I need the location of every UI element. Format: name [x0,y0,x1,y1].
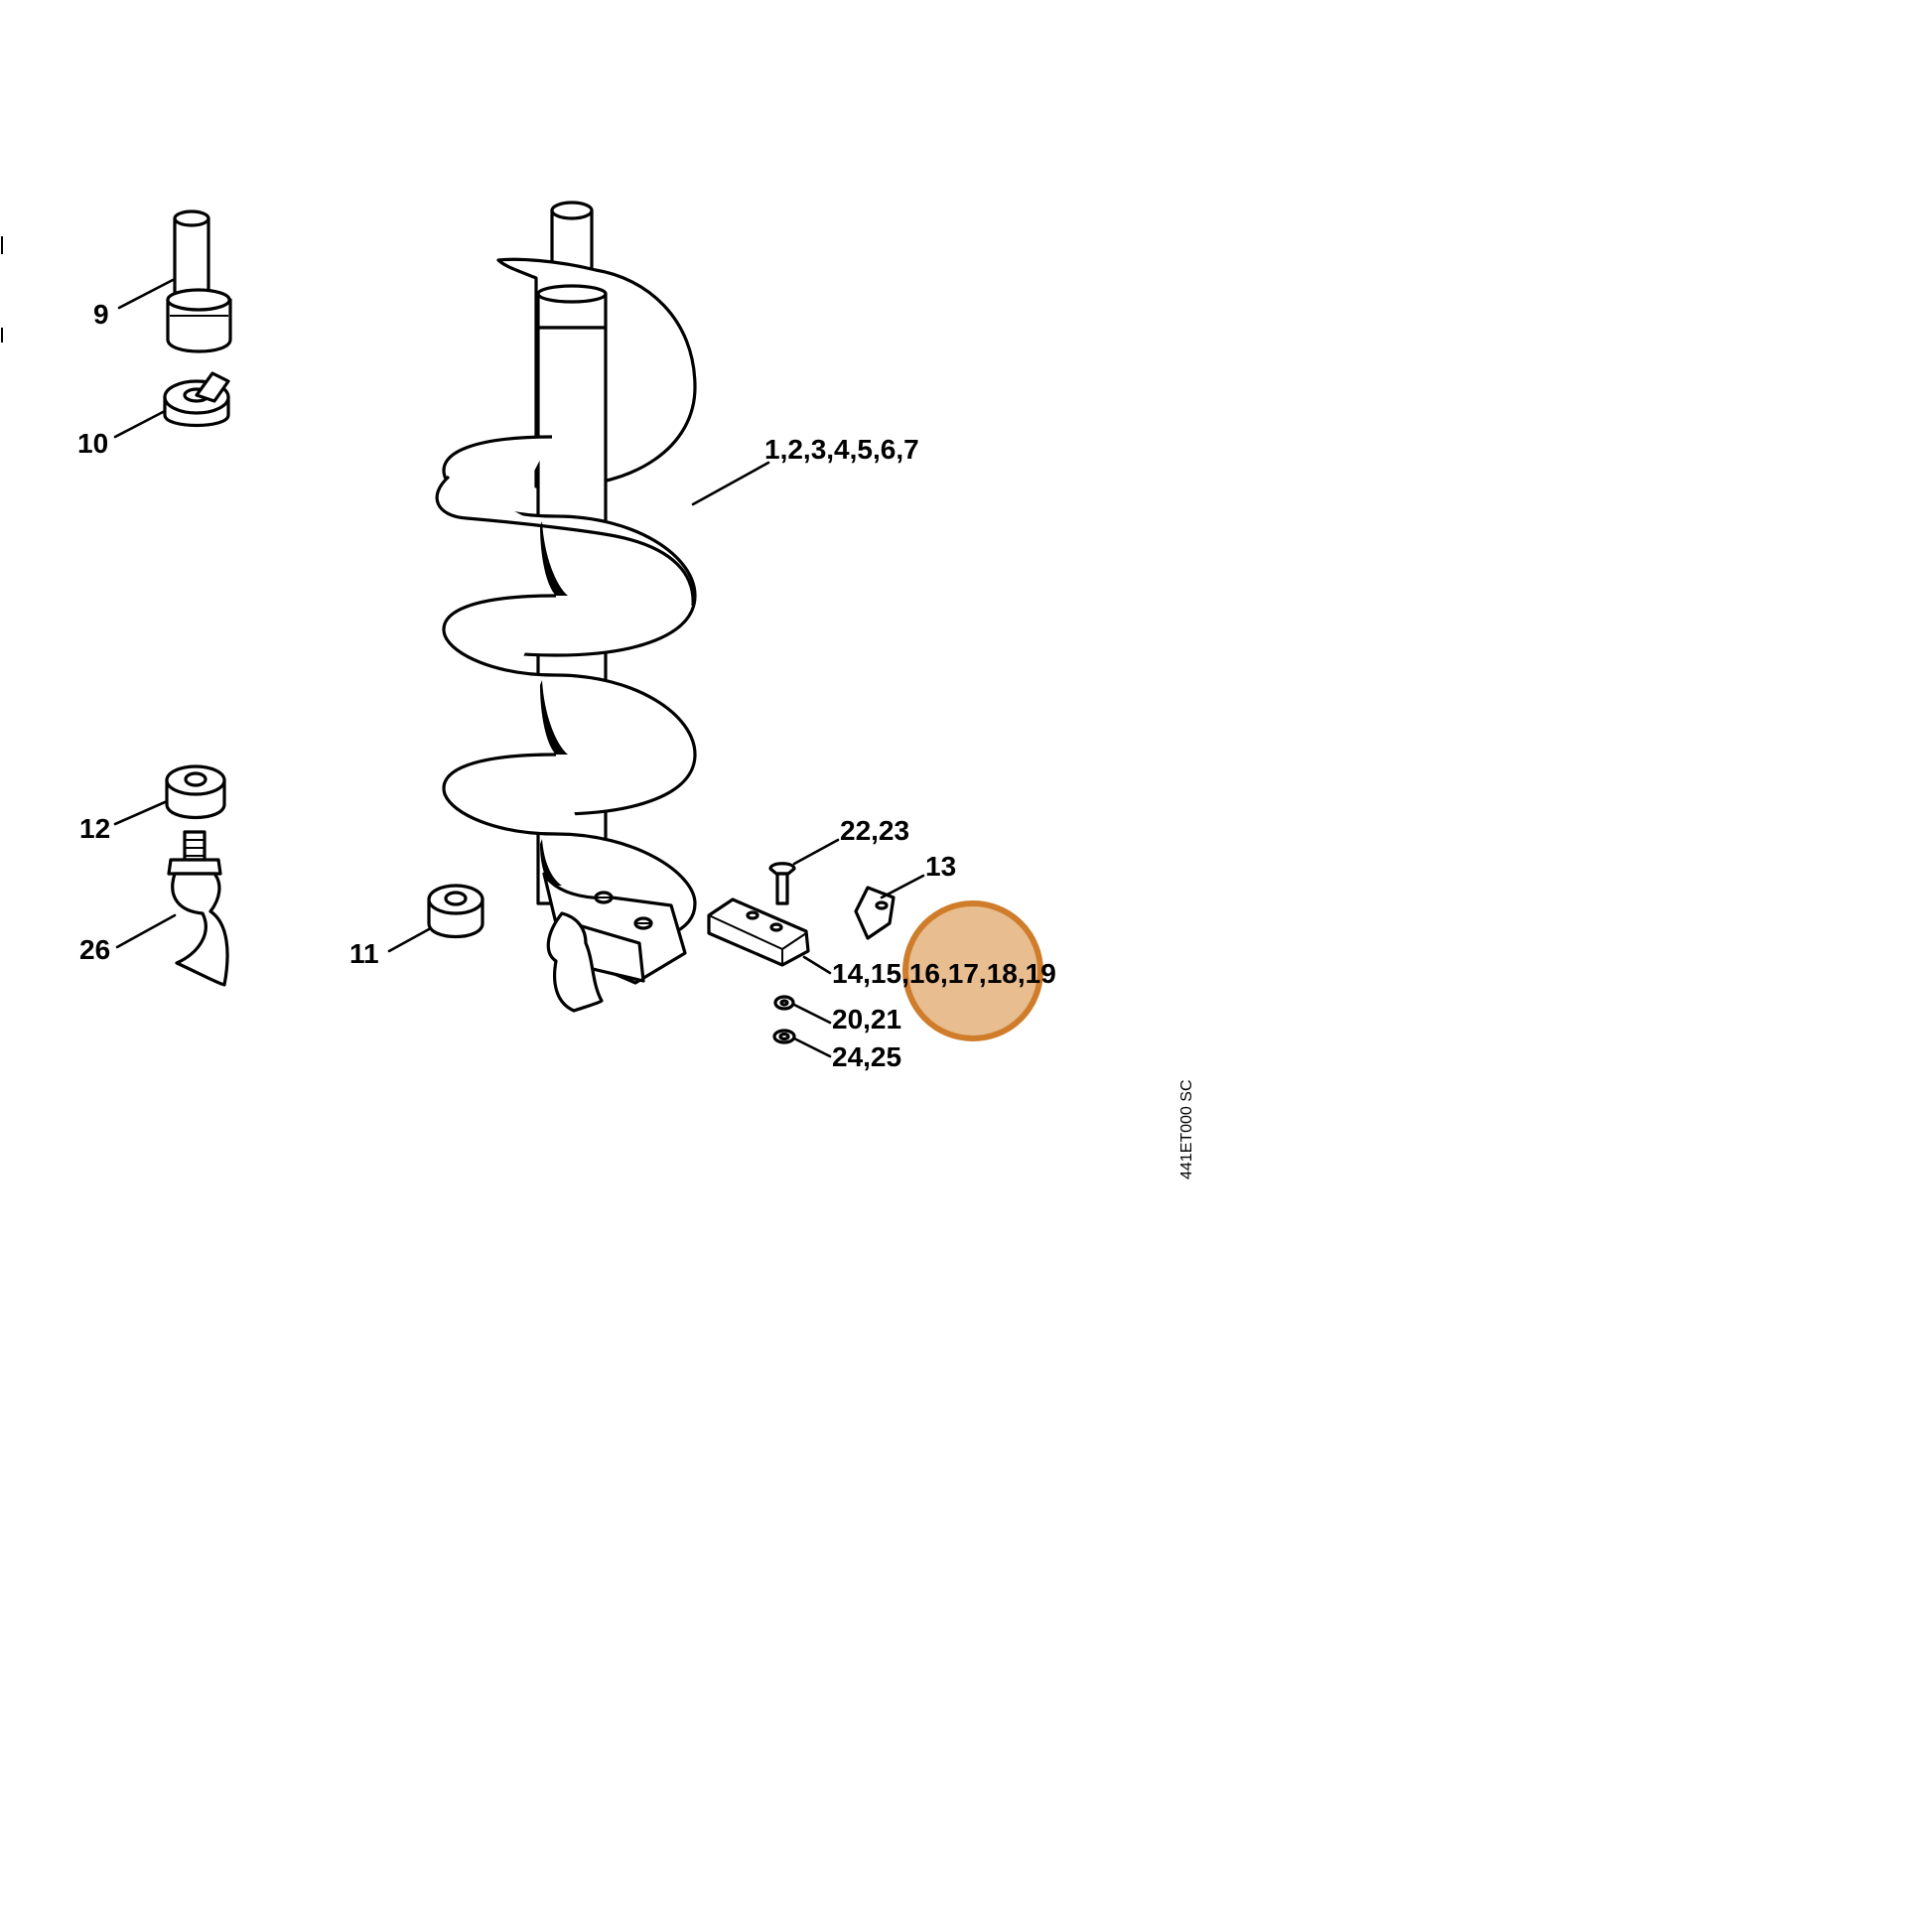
callout-10: 10 [77,428,108,459]
part-13-scraper [854,886,896,940]
callout-24-25: 24,25 [832,1041,901,1072]
callout-9: 9 [93,299,109,330]
callout-14-19: 14,15,16,17,18,19 [832,958,1056,989]
callout-12: 12 [79,813,110,844]
part-22-23-screw [768,862,796,905]
part-12-nut [165,764,226,820]
part-9-pin [166,209,232,353]
drawing-code: 441ET000 SC [1178,1079,1195,1179]
part-14-19-blade [707,897,810,967]
callout-20-21: 20,21 [832,1004,901,1035]
part-20-21-washer [773,995,795,1011]
highlight-marker [902,900,1043,1041]
auger-flight [435,201,697,1013]
callout-13: 13 [925,851,956,882]
leader-lines [113,278,925,1058]
part-24-25-nut [772,1029,796,1044]
callout-22-23: 22,23 [840,815,909,846]
part-10-clip [163,371,230,428]
part-26-center-point [167,830,229,987]
callout-11: 11 [349,938,379,969]
callout-26: 26 [79,934,110,965]
callout-1-7: 1,2,3,4,5,6,7 [764,434,919,465]
part-11-nut [427,884,484,939]
